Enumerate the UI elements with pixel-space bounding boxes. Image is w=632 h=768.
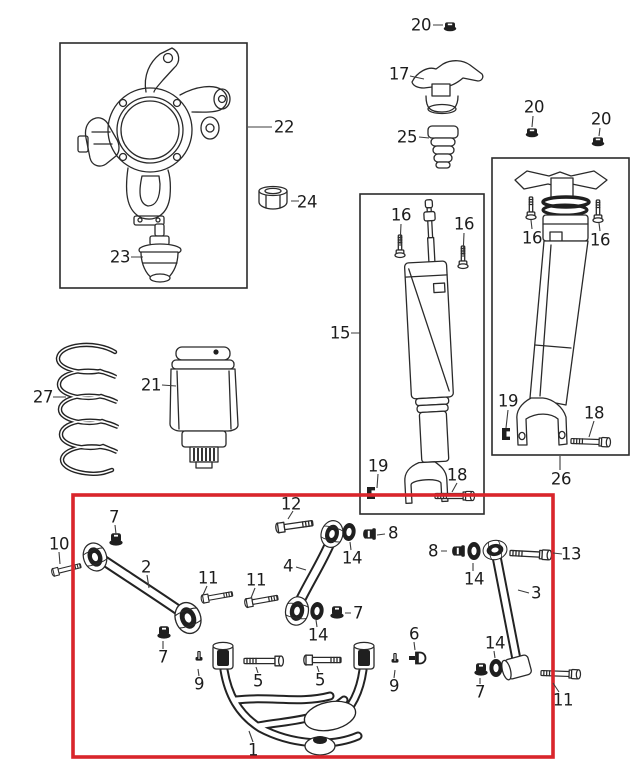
clip-19-drawing (367, 487, 375, 499)
bolt-5-drawing (303, 654, 342, 666)
bolt-11-drawing (540, 667, 582, 680)
jounce-bumper-drawing (427, 125, 459, 169)
nut-7-drawing (109, 533, 123, 546)
washer-14-drawing (467, 542, 481, 560)
bolt-16-drawing (525, 196, 537, 221)
shock-26-box (491, 157, 630, 456)
lower-control-arm-drawing (212, 641, 375, 756)
plug-6-drawing (408, 651, 427, 665)
bolt-5-drawing (243, 655, 285, 667)
shock-15-box (359, 193, 485, 515)
toe-link-3-drawing (480, 537, 532, 681)
washer-14-drawing (309, 601, 325, 621)
knuckle-drawing (77, 47, 231, 226)
washer-14-drawing (341, 522, 357, 542)
coil-spring-drawing (55, 342, 120, 476)
knuckle-group-box (59, 42, 248, 289)
leader-lines (53, 24, 601, 743)
nut-7-drawing (157, 626, 171, 639)
washer-14-drawing (489, 659, 503, 677)
cap-8-drawing (363, 528, 376, 540)
bolt-18-drawing (570, 435, 612, 448)
bolt-12-drawing (274, 517, 315, 534)
nut-20-drawing (525, 128, 539, 138)
pin-9-drawing (195, 651, 203, 661)
nut-7-drawing (330, 606, 344, 619)
link-4-drawing (282, 517, 347, 628)
nut-7-drawing (474, 663, 488, 676)
bolt-11-drawing (243, 592, 280, 609)
upper-link-2-drawing (78, 539, 206, 638)
shock-absorber-26-drawing (514, 170, 608, 446)
nut-24-drawing (258, 185, 288, 210)
clip-19-drawing (502, 428, 510, 440)
bolt-13-drawing (509, 547, 553, 561)
air-spring-drawing (169, 346, 239, 469)
ball-joint-drawing (138, 223, 182, 283)
cap-8-drawing (452, 545, 465, 557)
shock-mount-drawing (411, 60, 484, 115)
nut-20-drawing (591, 137, 605, 147)
bolt-10-drawing (50, 561, 83, 578)
bolt-16-drawing (592, 199, 604, 224)
bolt-11-drawing (200, 589, 234, 605)
shock-absorber-15-drawing (403, 199, 454, 505)
pin-9-drawing (391, 653, 399, 663)
nut-20-drawing (443, 22, 457, 32)
highlight-box (71, 493, 555, 759)
